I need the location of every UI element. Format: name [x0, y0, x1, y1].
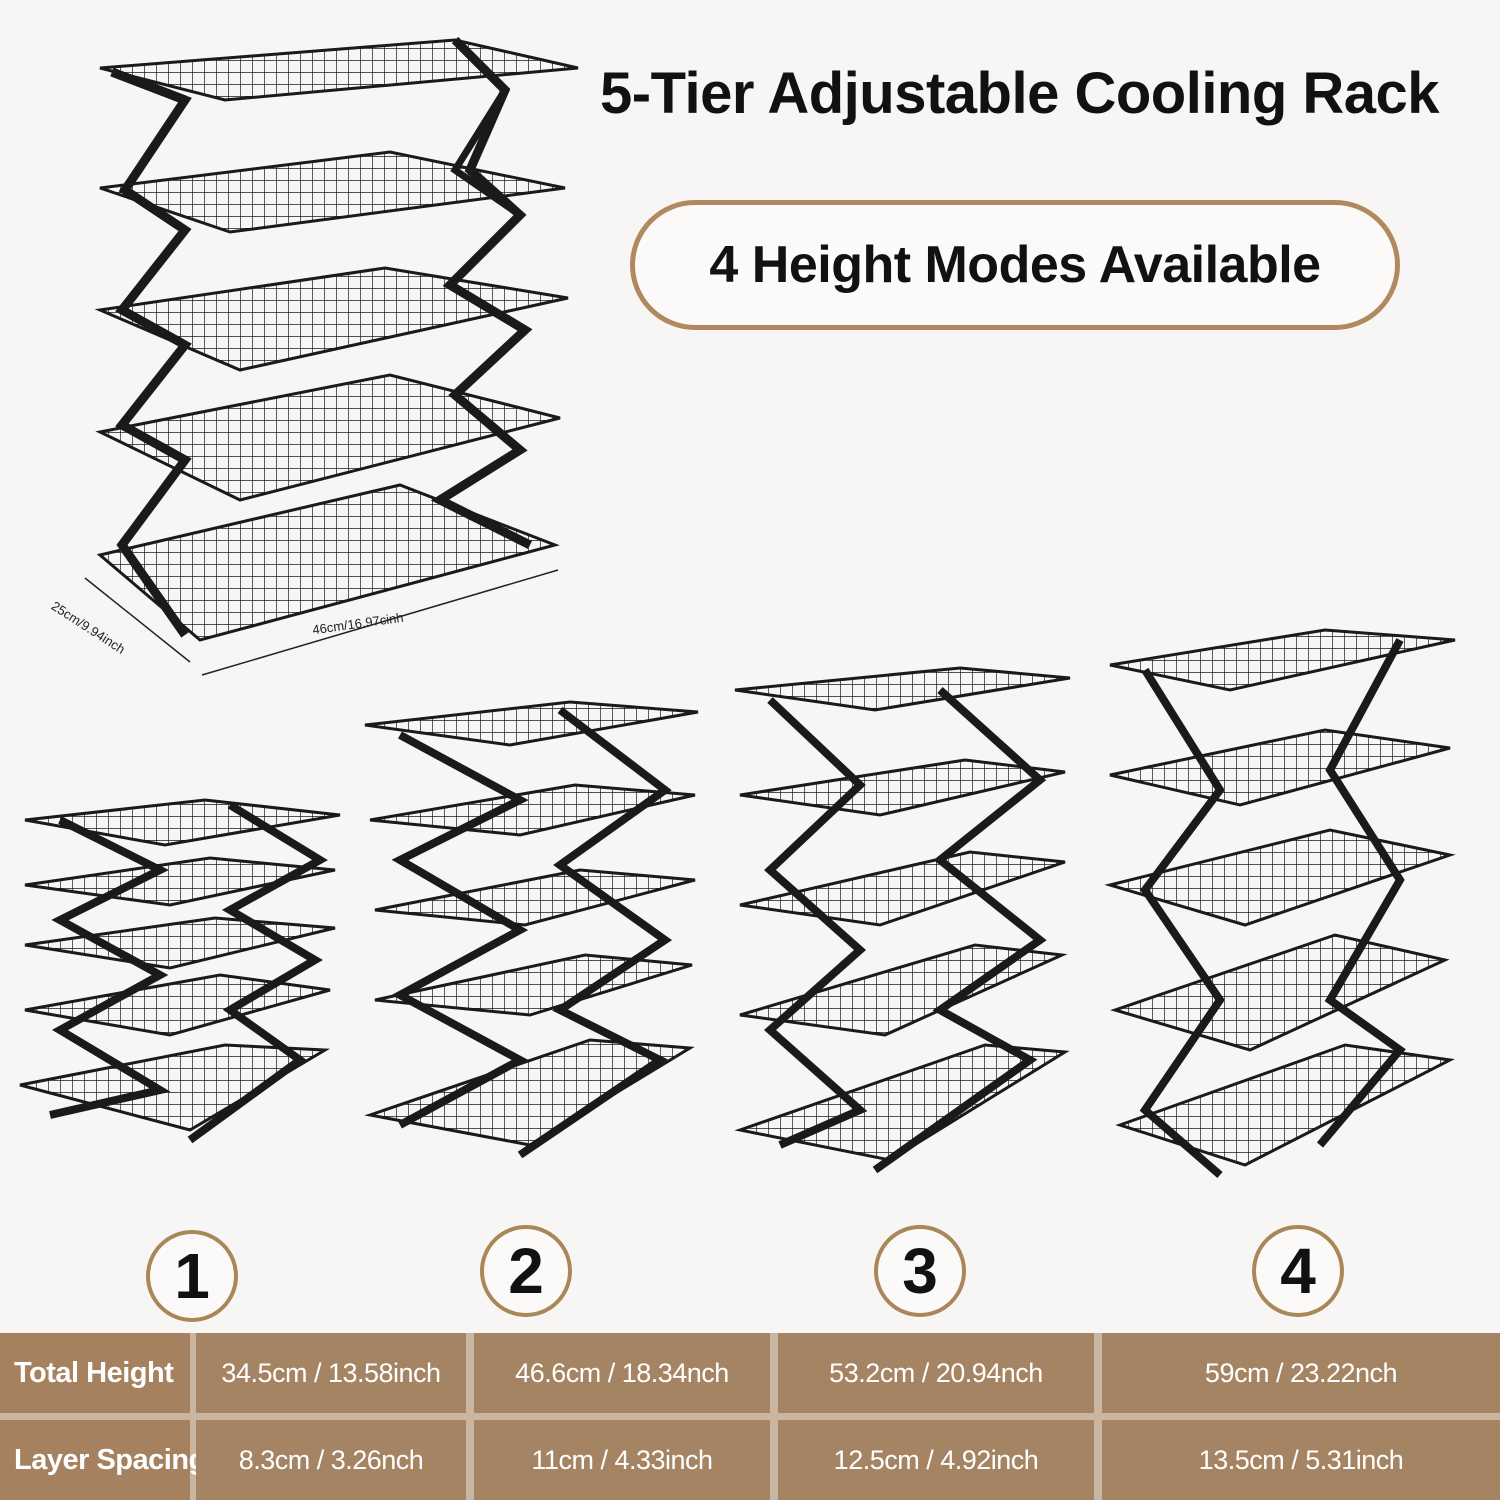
table-cell: 13.5cm / 5.31inch	[1102, 1420, 1500, 1500]
height-modes-label: 4 Height Modes Available	[709, 236, 1321, 294]
height-modes-badge: 4 Height Modes Available	[630, 200, 1400, 330]
table-cell: 12.5cm / 4.92inch	[778, 1420, 1094, 1500]
table-cell: 59cm / 23.22nch	[1102, 1333, 1500, 1413]
row-label-total-height: Total Height	[0, 1333, 190, 1413]
rack-mode-2	[364, 700, 699, 1159]
page-title: 5-Tier Adjustable Cooling Rack	[600, 61, 1440, 126]
rack-mode-4	[1104, 628, 1456, 1179]
table-cell: 34.5cm / 13.58inch	[196, 1333, 466, 1413]
row-label-layer-spacing: Layer Spacing	[0, 1420, 206, 1500]
rack-mode-1	[19, 798, 341, 1144]
table-row-total-height: Total Height 34.5cm / 13.58inch 46.6cm /…	[0, 1333, 1500, 1413]
mode-3-badge: 3	[874, 1225, 966, 1317]
table-cell: 46.6cm / 18.34nch	[474, 1333, 770, 1413]
mode-2-badge: 2	[480, 1225, 572, 1317]
main-rack	[84, 36, 579, 676]
table-cell: 11cm / 4.33inch	[474, 1420, 770, 1500]
mode-1-badge: 1	[146, 1230, 238, 1322]
table-row-layer-spacing: Layer Spacing 8.3cm / 3.26nch 11cm / 4.3…	[0, 1420, 1500, 1500]
table-cell: 8.3cm / 3.26nch	[196, 1420, 466, 1500]
table-cell: 53.2cm / 20.94nch	[778, 1333, 1094, 1413]
mode-4-badge: 4	[1252, 1225, 1344, 1317]
rack-mode-3	[734, 666, 1071, 1174]
spec-table: Total Height 34.5cm / 13.58inch 46.6cm /…	[0, 1333, 1500, 1500]
